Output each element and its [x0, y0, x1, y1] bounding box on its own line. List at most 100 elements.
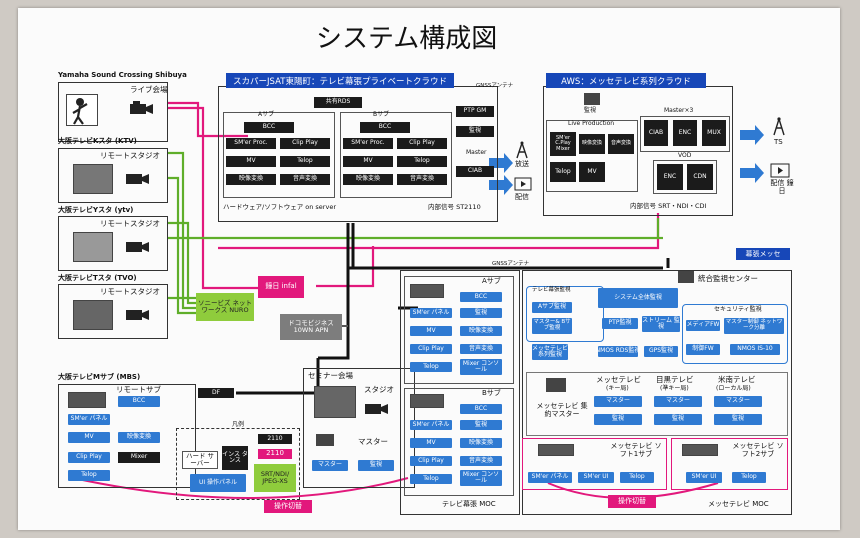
legend-box [176, 428, 300, 500]
ciab: CIAB [456, 166, 494, 177]
collect-master-label: メッセテレビ 集約マスター [536, 402, 588, 419]
a-telop: Telop [280, 156, 330, 167]
s2-telop-button[interactable]: Telop [732, 472, 766, 483]
moc-b-sub-box [404, 388, 514, 496]
meguro-sub-label: (準キー局) [660, 385, 689, 392]
master-b-monitor-button[interactable]: マスター& Bサブ監視 [532, 318, 572, 334]
b-sub-cloud-box [340, 112, 452, 198]
meguro-master-button[interactable]: マスター [654, 396, 702, 407]
lp-mv: MV [579, 162, 605, 182]
master-enc: ENC [673, 120, 697, 146]
mbs-video-convert-button[interactable]: 映像変換 [118, 432, 160, 443]
makuhari-moc-footer: テレビ幕張 MOC [442, 500, 496, 508]
mbs-bcc-button[interactable]: BCC [118, 396, 160, 407]
delivery-label: 配信 [515, 193, 529, 201]
infal-network: 鐘日 infal [258, 276, 304, 298]
media-fw-button[interactable]: メディアFW [686, 320, 720, 331]
messe-moc-footer: メッセテレビ MOC [708, 500, 769, 508]
lp-smer: SM'er C.Play Mixer [550, 132, 576, 156]
moc-b-telop[interactable]: Telop [410, 474, 452, 484]
security-label: セキュリティ監視 [714, 306, 762, 313]
integrated-center-label: 統合監視センター [698, 274, 758, 283]
mbs-clip-play-button[interactable]: Clip Play [68, 452, 110, 463]
gps-monitor-button[interactable]: GPS監視 [644, 346, 678, 357]
messe-series-monitor-button[interactable]: メッセテレビ 系列監視 [532, 344, 569, 360]
a-smer-proc: SM'er Proc. [226, 138, 276, 149]
shared-rds: 共有RDS [314, 97, 362, 108]
master-ciab: CIAB [644, 120, 668, 146]
mbs-mv-button[interactable]: MV [68, 432, 110, 443]
live-production-box [546, 120, 638, 192]
messe-monitor-button[interactable]: 監視 [594, 414, 642, 425]
aws-monitor-label: 監視 [584, 107, 597, 114]
moc-a-monitor[interactable]: 監視 [460, 308, 502, 318]
ktv-box [58, 148, 168, 203]
moc-b-clip-play[interactable]: Clip Play [410, 456, 452, 466]
mbs-smer-panel-button[interactable]: SM'er パネル [68, 414, 110, 425]
moc-a-mv[interactable]: MV [410, 326, 452, 336]
nmos-rds-monitor-button[interactable]: NMOS RDS監視 [596, 346, 640, 357]
s1-smer-ui-button[interactable]: SM'er UI [578, 472, 614, 483]
moc-b-monitor[interactable]: 監視 [460, 420, 502, 430]
aws-footer: 内部信号 SRT・NDI・CDI [630, 202, 707, 210]
moc-b-mixer-console[interactable]: Mixer コンソール [460, 470, 502, 486]
nmos-is-button[interactable]: NMOS IS-10 [730, 344, 780, 355]
studio-photo [314, 386, 356, 418]
seminar-master-button[interactable]: マスター [312, 460, 348, 471]
vod-cdn: CDN [687, 164, 713, 190]
s2-smer-ui-button[interactable]: SM'er UI [686, 472, 722, 483]
meguro-monitor-button[interactable]: 監視 [654, 414, 702, 425]
tv-monitor-group [526, 286, 604, 342]
a-mv: MV [226, 156, 276, 167]
studio-photo [73, 300, 113, 330]
master-label: Master [466, 149, 487, 156]
antenna-icon [770, 116, 788, 136]
singer-icon [66, 94, 98, 126]
a-sub-cloud-box [223, 112, 335, 198]
yonan-label: 米南テレビ [718, 375, 756, 384]
moc-b-bcc[interactable]: BCC [460, 404, 502, 414]
b-telop: Telop [397, 156, 447, 167]
moc-a-smer-panel[interactable]: SM'er パネル [410, 308, 452, 318]
s1-telop-button[interactable]: Telop [620, 472, 654, 483]
master-net-button[interactable]: マスター制御 ネットワーク分離 [724, 318, 784, 334]
moc-a-video-convert[interactable]: 映像変換 [460, 326, 502, 336]
seminar-monitor-button[interactable]: 監視 [358, 460, 394, 471]
ytv-label: 大阪テレビYスタ (ytv) [58, 206, 134, 214]
broadcast-label: 放送 [515, 160, 529, 168]
master3-label: Master×3 [664, 107, 694, 114]
messe-box [522, 270, 792, 515]
moc-b-smer-panel[interactable]: SM'er パネル [410, 420, 452, 430]
video-icon [514, 176, 532, 191]
s1-smer-panel-button[interactable]: SM'er パネル [528, 472, 572, 483]
yonan-monitor-button[interactable]: 監視 [714, 414, 762, 425]
a-sub-monitor-button[interactable]: Aサブ監視 [532, 302, 572, 313]
moc-b-sub-label: Bサブ [482, 389, 501, 397]
moc-b-mv[interactable]: MV [410, 438, 452, 448]
moc-a-telop[interactable]: Telop [410, 362, 452, 372]
system-monitor-button[interactable]: システム全体監視 [598, 288, 678, 308]
monitor-icon [316, 434, 334, 446]
page-title: システム構成図 [316, 24, 498, 54]
legend-hardware: ハード サーバー [182, 451, 218, 469]
control-fw-button[interactable]: 制御FW [686, 344, 720, 355]
yonan-master-button[interactable]: マスター [714, 396, 762, 407]
nuro-network: ソニービズ ネットワークス NURO [196, 293, 254, 321]
ts-label: TS [774, 138, 783, 146]
seminar-master: マスター [358, 437, 388, 446]
tv-monitor-label: テレビ幕張監視 [532, 287, 571, 293]
soft1-label: メッセテレビ ソフト1サブ [610, 442, 662, 459]
ptp-monitor-button[interactable]: PTP監視 [602, 318, 638, 329]
moc-a-bcc[interactable]: BCC [460, 292, 502, 302]
moc-a-mixer-console[interactable]: Mixer コンソール [460, 359, 502, 375]
mbs-telop-button[interactable]: Telop [68, 470, 110, 481]
moc-b-audio-convert[interactable]: 音声変換 [460, 456, 502, 466]
moc-b-video-convert[interactable]: 映像変換 [460, 438, 502, 448]
stream-monitor-button[interactable]: ストリーム 監視 [642, 316, 680, 332]
moc-a-clip-play[interactable]: Clip Play [410, 344, 452, 354]
messe-master-button[interactable]: マスター [594, 396, 642, 407]
ytv-remote-studio: リモートスタジオ [100, 219, 160, 228]
moc-a-audio-convert[interactable]: 音声変換 [460, 344, 502, 354]
antenna-icon [514, 141, 530, 159]
moc-a-sub-box [404, 276, 514, 384]
